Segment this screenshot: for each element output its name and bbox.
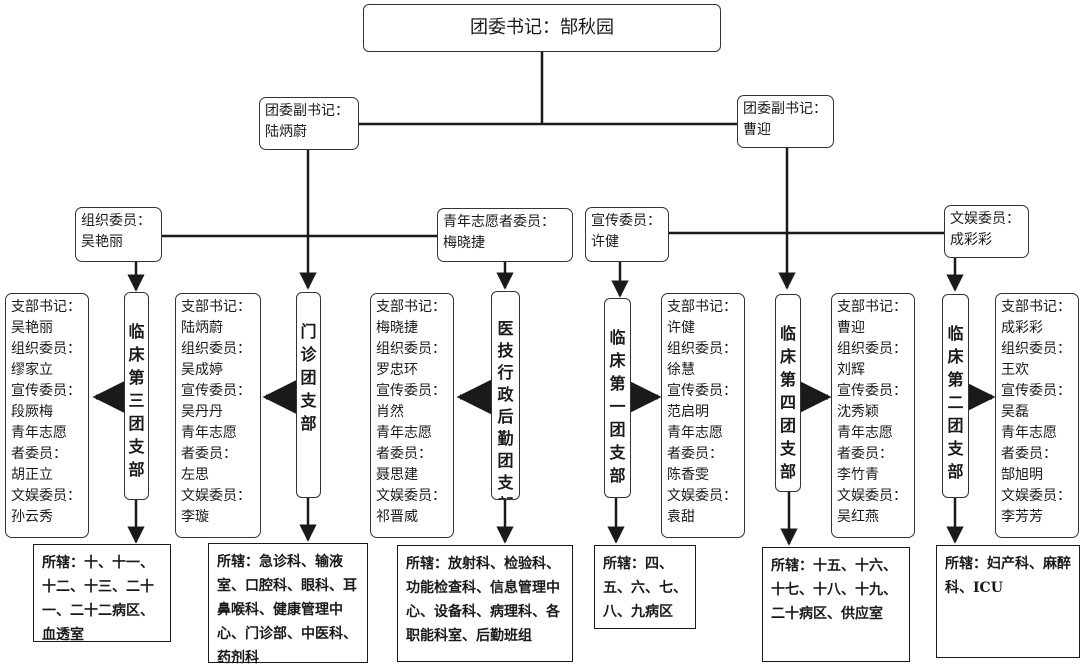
coverage-text-linchuang2: 所辖：妇产科、麻醉科、ICU: [945, 556, 1071, 596]
coverage-box-linchuang1: 所辖：四、五、六、七、八、九病区: [594, 545, 696, 629]
members-box-menzhen: 支部书记： 陆炳蔚 组织委员： 吴成婷 宣传委员： 吴丹丹 青年志愿 者委员： …: [175, 293, 261, 538]
coverage-box-linchuang2: 所辖：妇产科、麻醉科、ICU: [936, 545, 1080, 658]
coverage-box-linchuang4: 所辖：十五、十六、十七、十八、十九、二十病区、供应室: [762, 547, 910, 662]
branch-box-yiji: 医技行政后勤团支部: [491, 291, 520, 500]
branch-box-linchuang4: 临床第四团支部: [775, 294, 801, 492]
publicity-committee-box: 宣传委员： 许健: [585, 207, 669, 262]
coverage-box-yiji: 所辖：放射科、检验科、功能检查科、信息管理中心、设备科、病理科、各职能科室、后勤…: [397, 545, 573, 662]
branch-box-linchuang3: 临床第三团支部: [124, 292, 149, 500]
organization-committee-label: 组织委员： 吴艳丽: [81, 213, 151, 250]
secretary-label: 团委书记：郜秋园: [470, 17, 614, 38]
coverage-text-linchuang1: 所辖：四、五、六、七、八、九病区: [603, 556, 687, 620]
members-text-linchuang1: 支部书记： 许健 组织委员： 徐慧 宣传委员： 范启明 青年志愿 者委员： 陈香…: [667, 299, 737, 525]
entertainment-committee-label: 文娱委员： 成彩彩: [950, 211, 1020, 248]
deputy-secretary-label-2: 团委副书记： 曹迎: [743, 101, 827, 138]
deputy-secretary-box-1: 团委副书记： 陆炳蔚: [259, 97, 359, 150]
coverage-box-linchuang3: 所辖：十、十一、十二、十三、二十一、二十二病区、血透室: [33, 544, 171, 643]
organization-committee-box: 组织委员： 吴艳丽: [75, 207, 162, 262]
deputy-secretary-box-2: 团委副书记： 曹迎: [737, 95, 834, 148]
coverage-text-menzhen: 所辖：急诊科、输液室、口腔科、眼科、耳鼻喉科、健康管理中心、门诊部、中医科、药剂…: [217, 554, 357, 666]
members-text-linchuang3: 支部书记： 吴艳丽 组织委员： 缪家立 宣传委员： 段厥梅 青年志愿 者委员： …: [11, 299, 81, 525]
members-text-yiji: 支部书记： 梅晓捷 组织委员： 罗忠环 宣传委员： 肖然 青年志愿 者委员： 聂…: [376, 299, 446, 525]
coverage-box-menzhen: 所辖：急诊科、输液室、口腔科、眼科、耳鼻喉科、健康管理中心、门诊部、中医科、药剂…: [208, 543, 368, 666]
branch-name-linchuang4: 临床第四团支部: [779, 324, 796, 481]
members-text-linchuang2: 支部书记： 成彩彩 组织委员： 王欢 宣传委员： 吴磊 青年志愿 者委员： 郜旭…: [1001, 299, 1071, 525]
coverage-text-linchuang4: 所辖：十五、十六、十七、十八、十九、二十病区、供应室: [771, 558, 897, 622]
coverage-text-yiji: 所辖：放射科、检验科、功能检查科、信息管理中心、设备科、病理科、各职能科室、后勤…: [406, 556, 560, 644]
branch-name-linchuang2: 临床第二团支部: [947, 324, 964, 481]
volunteer-committee-label: 青年志愿者委员： 梅晓捷: [443, 214, 555, 251]
branch-name-yiji: 医技行政后勤团支部: [497, 319, 514, 499]
entertainment-committee-box: 文娱委员： 成彩彩: [944, 205, 1029, 258]
branch-name-menzhen: 门诊团支部: [300, 322, 317, 433]
branch-name-linchuang3: 临床第三团支部: [128, 322, 145, 479]
branch-box-linchuang1: 临床第一团支部: [604, 298, 631, 498]
members-box-linchuang3: 支部书记： 吴艳丽 组织委员： 缪家立 宣传委员： 段厥梅 青年志愿 者委员： …: [5, 293, 89, 538]
members-box-linchuang4: 支部书记： 曹迎 组织委员： 刘辉 宣传委员： 沈秀颖 青年志愿 者委员： 李竹…: [831, 293, 915, 538]
coverage-text-linchuang3: 所辖：十、十一、十二、十三、二十一、二十二病区、血透室: [42, 555, 154, 643]
members-text-linchuang4: 支部书记： 曹迎 组织委员： 刘辉 宣传委员： 沈秀颖 青年志愿 者委员： 李竹…: [837, 299, 907, 525]
secretary-box: 团委书记：郜秋园: [363, 4, 721, 52]
publicity-committee-label: 宣传委员： 许健: [591, 213, 661, 250]
branch-box-menzhen: 门诊团支部: [296, 292, 321, 498]
deputy-secretary-label-1: 团委副书记： 陆炳蔚: [265, 103, 349, 140]
volunteer-committee-box: 青年志愿者委员： 梅晓捷: [437, 208, 573, 262]
members-box-yiji: 支部书记： 梅晓捷 组织委员： 罗忠环 宣传委员： 肖然 青年志愿 者委员： 聂…: [370, 293, 454, 538]
members-box-linchuang1: 支部书记： 许健 组织委员： 徐慧 宣传委员： 范启明 青年志愿 者委员： 陈香…: [661, 293, 745, 538]
members-box-linchuang2: 支部书记： 成彩彩 组织委员： 王欢 宣传委员： 吴磊 青年志愿 者委员： 郜旭…: [995, 293, 1079, 538]
branch-box-linchuang2: 临床第二团支部: [942, 294, 969, 498]
branch-name-linchuang1: 临床第一团支部: [609, 328, 626, 485]
members-text-menzhen: 支部书记： 陆炳蔚 组织委员： 吴成婷 宣传委员： 吴丹丹 青年志愿 者委员： …: [181, 299, 251, 525]
